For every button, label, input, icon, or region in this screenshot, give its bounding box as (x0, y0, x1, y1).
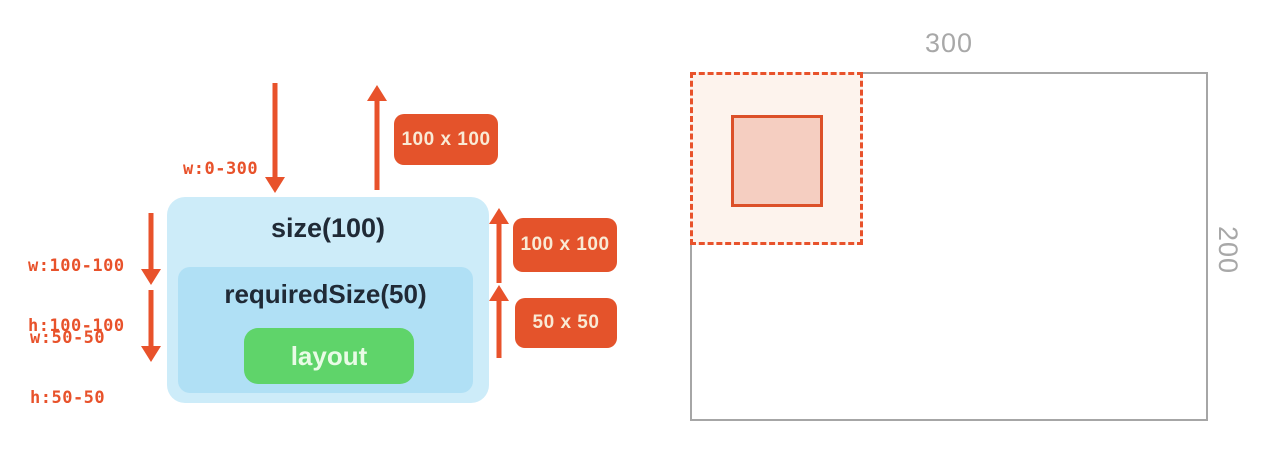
arrow-head-up-icon (489, 208, 509, 224)
size-out-arrow-mid (489, 208, 509, 283)
parent-height-label: 200 (1213, 225, 1243, 275)
constraint-height-line: h:50-50 (30, 388, 106, 408)
required-constraints-label: w:50-50 h:50-50 (30, 288, 105, 448)
arrow-shaft (496, 299, 502, 358)
required-size-modifier-label: requiredSize(50) (224, 279, 427, 309)
size-modifier-label: size(100) (270, 213, 386, 243)
constraint-width-line: w:50-50 (30, 328, 106, 348)
arrow-shaft (148, 290, 154, 348)
constraint-width-line: w:0-300 (183, 159, 259, 179)
arrow-head-down-icon (141, 269, 161, 285)
size-out-arrow-bottom (489, 285, 509, 358)
arrow-head-down-icon (265, 177, 285, 193)
constraints-in-arrow-bottom (141, 290, 161, 362)
arrow-head-down-icon (141, 346, 161, 362)
layout-node: layout (244, 328, 414, 384)
arrow-head-up-icon (489, 285, 509, 301)
constraints-in-arrow-mid (141, 213, 161, 285)
constraints-in-arrow-top (265, 83, 285, 193)
arrow-shaft (272, 83, 278, 179)
size-modifier-box: size(100) requiredSize(50) layout (167, 197, 489, 403)
size-constraints-label: w:100-100 h:100-100 (28, 216, 125, 376)
size-out-arrow-top (367, 85, 387, 190)
constraint-height-line: h:100-100 (28, 316, 125, 336)
arrow-shaft (374, 99, 380, 190)
arrow-head-up-icon (367, 85, 387, 101)
arrow-shaft (496, 222, 502, 283)
constraint-width-line: w:100-100 (28, 256, 125, 276)
measured-size-badge-bottom: 50 x 50 (515, 298, 617, 348)
measured-size-badge-top: 100 x 100 (394, 114, 498, 165)
measured-size-badge-mid: 100 x 100 (513, 218, 617, 272)
required-size-modifier-box: requiredSize(50) layout (178, 267, 473, 393)
required-size-square (731, 115, 823, 207)
arrow-shaft (148, 213, 154, 271)
parent-width-label: 300 (924, 28, 974, 58)
